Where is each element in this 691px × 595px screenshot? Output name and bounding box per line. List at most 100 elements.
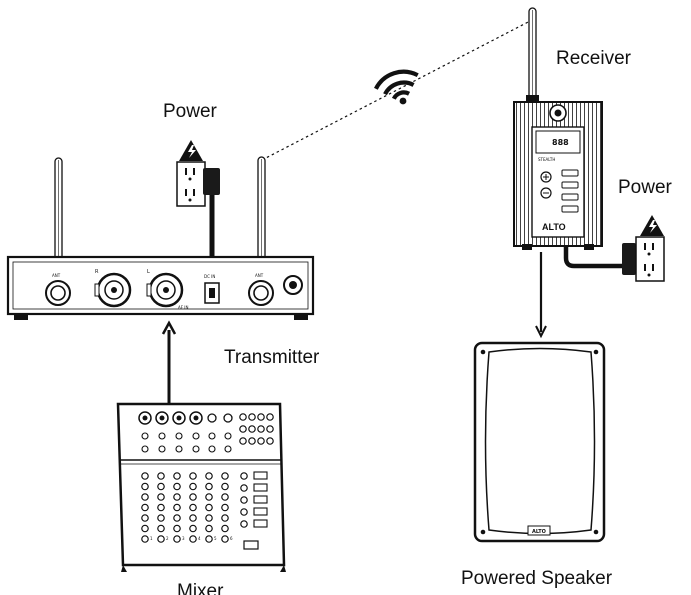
powered-speaker-label: Powered Speaker — [461, 568, 613, 589]
power-outlet-icon — [185, 168, 195, 202]
channel-knob — [173, 472, 181, 480]
master-knob — [240, 508, 248, 516]
line-jack — [223, 413, 233, 423]
channel-knob — [221, 503, 229, 512]
transmitter-antenna-right — [257, 156, 266, 270]
channel-knob — [221, 482, 229, 491]
channel-knob — [189, 514, 197, 522]
receiver-brand-logo: ALTO — [542, 222, 566, 232]
channel-number: 3 — [182, 536, 185, 541]
channel-knob — [173, 535, 181, 543]
receiver-power-cable — [563, 246, 628, 269]
channel-knob — [189, 472, 197, 480]
output-jack — [239, 413, 247, 421]
master-button — [253, 483, 268, 492]
channel-number: 6 — [230, 536, 233, 541]
insert-jack — [208, 445, 216, 453]
output-jack — [266, 413, 274, 421]
receiver-display: 888 — [552, 138, 569, 147]
channel-knob — [141, 535, 149, 543]
channel-knob — [205, 524, 213, 533]
channel-knob — [221, 514, 229, 522]
insert-jack — [158, 432, 166, 440]
master-knob — [240, 472, 248, 480]
wireless-link-line — [261, 19, 533, 161]
channel-knob — [205, 535, 213, 543]
master-knob — [240, 484, 248, 492]
master-knob — [240, 496, 248, 504]
ant-label-right: ANT — [255, 273, 264, 278]
insert-jack — [175, 432, 183, 440]
master-button — [253, 471, 268, 480]
dc-in-label: DC IN — [204, 274, 215, 279]
channel-knob — [189, 524, 197, 533]
receiver-unit: 888 STEALTH ALTO — [513, 7, 603, 250]
mixer-label: Mixer — [177, 581, 224, 595]
receiver-model: STEALTH — [538, 157, 555, 162]
master-button — [253, 519, 268, 528]
channel-knob — [221, 524, 229, 533]
transmitter-antenna-left — [54, 157, 63, 271]
insert-jack — [158, 445, 166, 453]
input-r-label: R — [95, 269, 99, 275]
insert-jack — [224, 445, 232, 453]
output-jack — [248, 425, 256, 433]
transmitter-unit: ANT R L AF IN DC IN ANT — [6, 156, 315, 320]
channel-knob — [173, 482, 181, 491]
output-jack — [257, 413, 265, 421]
output-jack — [239, 425, 247, 433]
channel-knob — [173, 503, 181, 512]
channel-knob — [221, 535, 229, 543]
channel-knob — [141, 482, 149, 491]
output-jack — [266, 437, 274, 445]
channel-number: 4 — [198, 536, 201, 541]
channel-knob — [189, 493, 197, 501]
channel-knob — [157, 493, 165, 501]
receiver-antenna — [526, 7, 539, 104]
receiver-label: Receiver — [556, 48, 632, 69]
output-jack — [266, 425, 274, 433]
ant-label-left: ANT — [52, 273, 61, 278]
mixer-to-transmitter-arrow — [161, 320, 177, 410]
output-jack — [257, 425, 265, 433]
xlr-jack-pin — [159, 415, 165, 421]
channel-knob — [189, 535, 197, 543]
channel-knob — [173, 493, 181, 501]
xlr-jack-pin — [176, 415, 182, 421]
insert-jack — [141, 432, 149, 440]
channel-knob — [141, 493, 149, 501]
channel-knob — [141, 472, 149, 480]
channel-number: 1 — [150, 536, 153, 541]
output-jack — [248, 437, 256, 445]
channel-knob — [189, 482, 197, 491]
channel-knob — [157, 514, 165, 522]
master-button — [253, 507, 268, 516]
channel-knob — [205, 514, 213, 522]
master-button — [253, 495, 268, 504]
power-outlet-left — [176, 140, 220, 207]
channel-knob — [173, 514, 181, 522]
power-label-left: Power — [163, 101, 218, 122]
electrical-hazard-icon — [640, 215, 664, 236]
receiver-to-speaker-arrow — [535, 252, 547, 339]
channel-knob — [205, 493, 213, 501]
channel-knob — [141, 514, 149, 522]
channel-knob — [157, 472, 165, 480]
insert-jack — [192, 432, 200, 440]
channel-knob — [157, 524, 165, 533]
channel-knob — [205, 503, 213, 512]
channel-number: 5 — [214, 536, 217, 541]
insert-jack — [175, 445, 183, 453]
transmitter-label: Transmitter — [224, 347, 320, 368]
insert-jack — [141, 445, 149, 453]
channel-knob — [205, 472, 213, 480]
channel-number: 2 — [166, 536, 169, 541]
output-jack — [239, 437, 247, 445]
line-jack — [207, 413, 217, 423]
channel-knob — [205, 482, 213, 491]
power-outlet-right — [622, 215, 665, 282]
power-label-right: Power — [618, 177, 673, 198]
power-outlet-icon — [644, 243, 654, 277]
channel-knob — [157, 482, 165, 491]
